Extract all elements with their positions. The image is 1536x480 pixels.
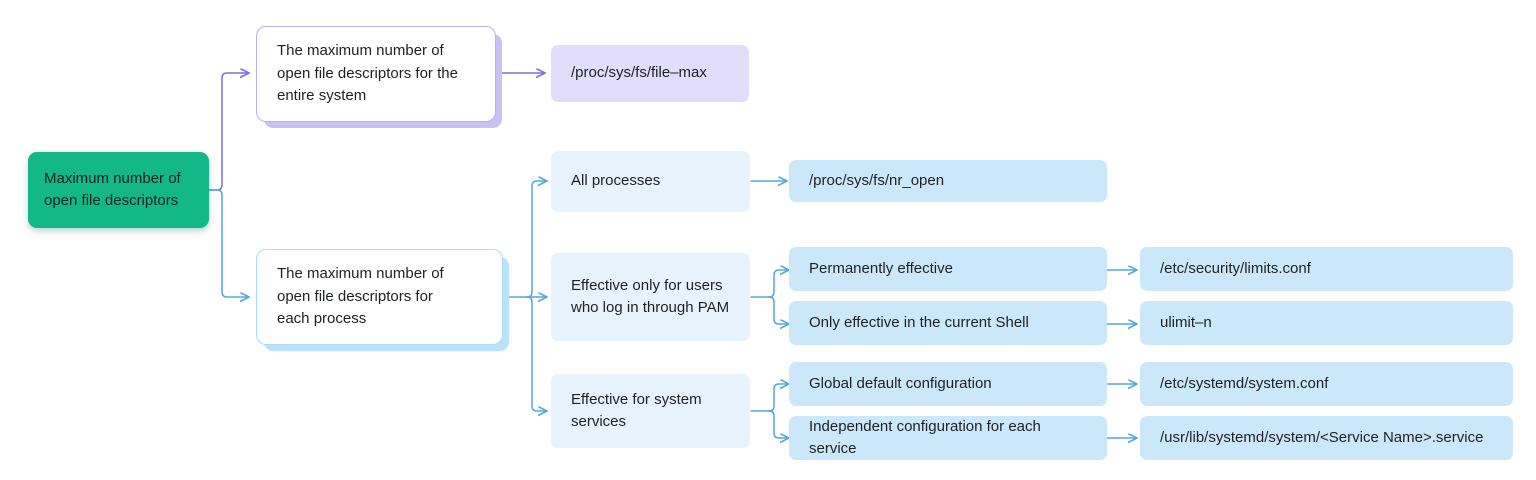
- node-file-max-label: /proc/sys/fs/file–max: [571, 64, 707, 82]
- node-global-default-label: Global default configuration: [809, 374, 992, 392]
- node-ulimit-n-label: ulimit–n: [1160, 313, 1212, 331]
- node-nr-open-label: /proc/sys/fs/nr_open: [809, 171, 945, 189]
- connector-system-services-to-per-service: [768, 410, 789, 438]
- connector-system-services-to-global-default: [768, 384, 789, 412]
- connector-root-to-system-wide: [208, 73, 249, 191]
- node-system-conf-label: /etc/systemd/system.conf: [1160, 374, 1329, 392]
- node-system-wide-label: The maximum number of open file descript…: [277, 42, 458, 105]
- node-all-processes[interactable]: All processes: [551, 151, 750, 212]
- node-pam-users-label: Effective only for users who log in thro…: [571, 276, 730, 317]
- connector-per-process-to-system-services: [526, 296, 547, 411]
- node-limits-conf[interactable]: /etc/security/limits.conf: [1140, 247, 1513, 291]
- connector-pam-users-to-permanent: [768, 270, 789, 298]
- node-limits-conf-label: /etc/security/limits.conf: [1160, 259, 1311, 277]
- node-all-processes-label: All processes: [571, 172, 661, 190]
- node-system-wide[interactable]: The maximum number of open file descript…: [256, 26, 496, 122]
- node-system-services[interactable]: Effective for system services: [551, 374, 750, 448]
- node-permanently-effective[interactable]: Permanently effective: [789, 247, 1107, 291]
- node-per-process-label: The maximum number of open file descript…: [277, 265, 444, 328]
- connector-per-process-to-all-processes: [526, 181, 547, 298]
- node-per-service-label: Independent configuration for each servi…: [809, 417, 1041, 458]
- node-per-process[interactable]: The maximum number of open file descript…: [256, 249, 503, 345]
- node-nr-open[interactable]: /proc/sys/fs/nr_open: [789, 160, 1107, 202]
- node-global-default[interactable]: Global default configuration: [789, 362, 1107, 406]
- node-per-service[interactable]: Independent configuration for each servi…: [789, 416, 1107, 460]
- node-pam-users[interactable]: Effective only for users who log in thro…: [551, 253, 750, 341]
- node-system-conf[interactable]: /etc/systemd/system.conf: [1140, 362, 1513, 406]
- node-current-shell-label: Only effective in the current Shell: [809, 313, 1029, 331]
- connector-pam-users-to-current-shell: [768, 296, 789, 324]
- node-service-unit[interactable]: /usr/lib/systemd/system/<Service Name>.s…: [1140, 416, 1513, 460]
- node-file-max[interactable]: /proc/sys/fs/file–max: [551, 45, 749, 102]
- node-current-shell[interactable]: Only effective in the current Shell: [789, 301, 1107, 345]
- connector-root-to-per-process: [208, 189, 249, 297]
- node-service-unit-label: /usr/lib/systemd/system/<Service Name>.s…: [1160, 428, 1484, 446]
- node-system-services-label: Effective for system services: [571, 390, 702, 431]
- node-root-label: Maximum number of open file descriptors: [44, 169, 181, 210]
- node-permanently-effective-label: Permanently effective: [809, 259, 953, 277]
- node-root[interactable]: Maximum number of open file descriptors: [28, 152, 209, 228]
- node-ulimit-n[interactable]: ulimit–n: [1140, 301, 1513, 345]
